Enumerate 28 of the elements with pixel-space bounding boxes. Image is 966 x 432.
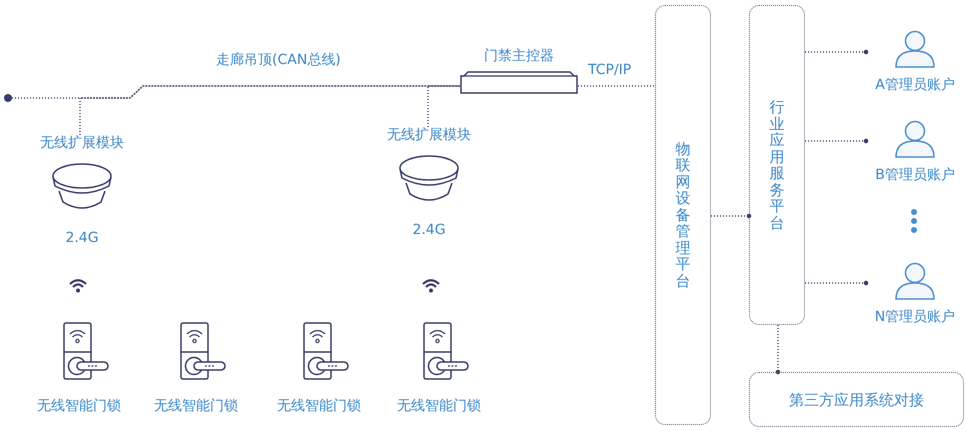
module-label: 无线扩展模块 bbox=[40, 135, 124, 152]
account-label: A管理员账户 bbox=[875, 77, 955, 94]
device-label: 门禁主控器 bbox=[484, 48, 554, 65]
platform-label: 物联网设备管理平台 bbox=[676, 140, 690, 290]
connector-line bbox=[776, 325, 780, 374]
module-label: 无线扩展模块 bbox=[387, 127, 471, 144]
platform-panel bbox=[655, 5, 711, 425]
frequency-label: 2.4G bbox=[65, 230, 99, 247]
connector-line bbox=[427, 85, 460, 127]
connector-line bbox=[805, 50, 868, 54]
connector-line bbox=[805, 138, 868, 144]
platform-label: 行业应用服务平台 bbox=[770, 99, 784, 231]
account-label: B管理员账户 bbox=[875, 167, 955, 184]
connector-line bbox=[79, 85, 460, 135]
frequency-label: 2.4G bbox=[412, 222, 446, 239]
lock-label: 无线智能门锁 bbox=[397, 398, 481, 415]
system-panel bbox=[749, 372, 964, 427]
connector-line bbox=[578, 85, 655, 87]
connector-line bbox=[711, 214, 752, 218]
lock-label: 无线智能门锁 bbox=[154, 398, 238, 415]
lock-label: 无线智能门锁 bbox=[277, 398, 361, 415]
platform-panel bbox=[749, 5, 805, 325]
panel-label: 第三方应用系统对接 bbox=[789, 390, 924, 408]
lock-label: 无线智能门锁 bbox=[37, 398, 121, 415]
account-label: N管理员账户 bbox=[874, 309, 956, 326]
bus-end-dot bbox=[4, 94, 12, 102]
connector-line bbox=[12, 85, 460, 99]
connector-line bbox=[805, 280, 868, 286]
